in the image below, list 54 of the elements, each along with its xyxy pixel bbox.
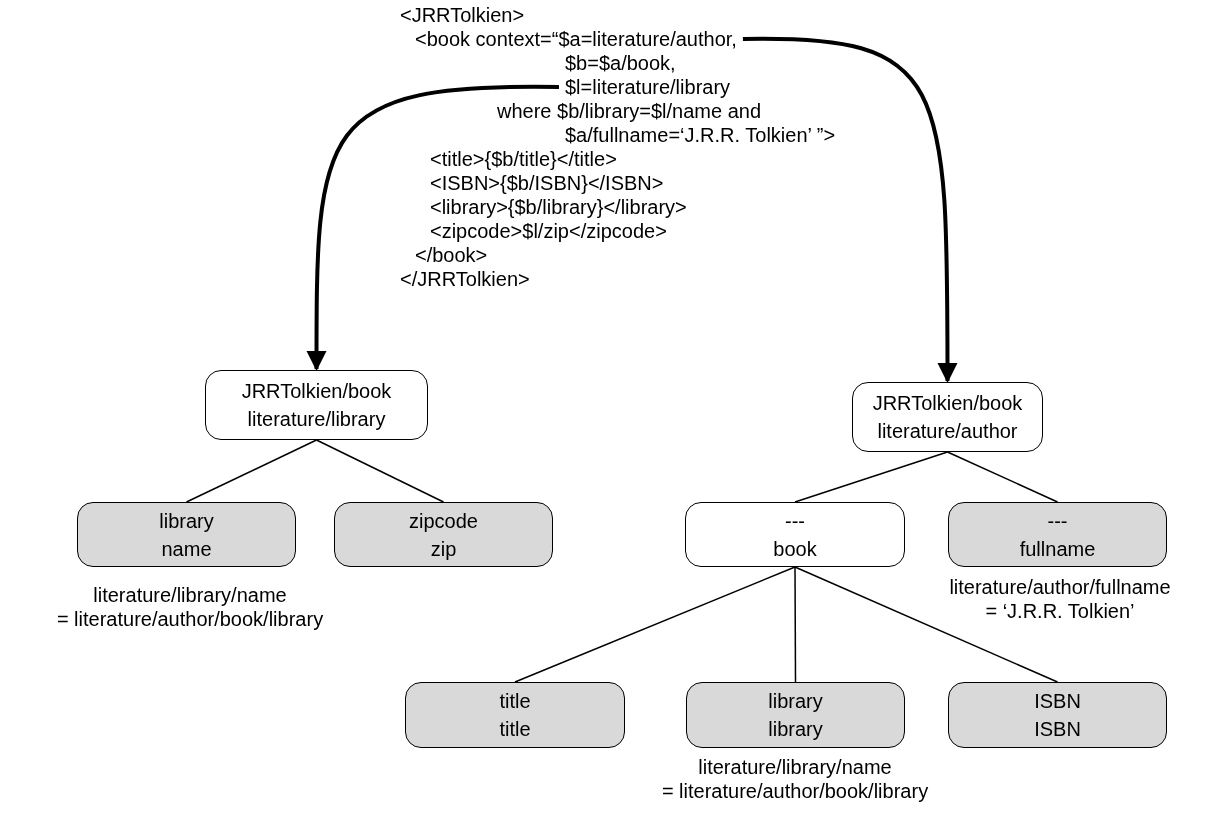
shaded-node-box — [948, 502, 1167, 567]
node-text: JRRTolkien/book — [872, 391, 1023, 416]
constraint-note: literature/library/name — [92, 583, 288, 607]
code-line: <ISBN>{$b/ISBN}</ISBN> — [430, 172, 664, 194]
node-text: book — [773, 536, 817, 562]
node-text: literature/library — [247, 407, 386, 432]
tree-line — [315, 439, 445, 503]
code-line: <zipcode>$l/zip</zipcode> — [430, 220, 667, 242]
constraint-note: literature/library/name — [697, 755, 893, 779]
code-line: <book context=“$a=literature/author, — [415, 28, 737, 50]
tree-line — [794, 566, 797, 683]
tree-line — [185, 439, 318, 503]
node-text: fullname — [1019, 536, 1096, 562]
curved-arrow — [306, 85, 559, 371]
constraint-note: = literature/author/book/library — [55, 607, 325, 631]
node-box — [685, 502, 905, 567]
code-line: <JRRTolkien> — [400, 4, 525, 26]
code-line: <title>{$b/title}</title> — [430, 148, 617, 170]
shaded-node-box — [334, 502, 553, 567]
constraint-note: = literature/author/book/library — [660, 779, 930, 803]
node-text: --- — [785, 508, 805, 534]
shaded-node-box — [686, 682, 905, 748]
node-text: literature/author — [877, 419, 1018, 444]
code-line: $a/fullname=‘J.R.R. Tolkien’ ”> — [565, 124, 836, 146]
node-text: name — [161, 536, 212, 562]
code-line: </book> — [415, 244, 488, 266]
node-text: library — [768, 717, 823, 742]
tree-line — [514, 566, 796, 683]
code-line: where $b/library=$l/name and — [497, 100, 762, 122]
shaded-node-box — [405, 682, 625, 748]
node-text: JRRTolkien/book — [241, 379, 392, 404]
node-text: library — [768, 689, 823, 714]
node-text: ISBN — [1034, 689, 1081, 714]
node-text: zipcode — [409, 508, 478, 534]
node-text: zip — [430, 536, 457, 562]
curved-arrow — [742, 37, 958, 383]
code-line: </JRRTolkien> — [400, 268, 530, 290]
tree-line — [794, 566, 1059, 683]
node-text: title — [499, 689, 531, 714]
node-text: library — [159, 508, 214, 534]
constraint-note: literature/author/fullname — [948, 575, 1172, 599]
tree-line — [946, 451, 1059, 503]
constraint-note: = ‘J.R.R. Tolkien’ — [984, 599, 1136, 623]
shaded-node-box — [948, 682, 1167, 748]
node-text: ISBN — [1034, 717, 1081, 742]
node-text: --- — [1047, 508, 1068, 534]
node-text: title — [499, 717, 531, 742]
tree-line — [794, 451, 949, 503]
code-line: $l=literature/library — [565, 76, 731, 98]
node-box — [852, 382, 1043, 452]
shaded-node-box — [77, 502, 296, 567]
code-line: $b=$a/book, — [565, 52, 676, 74]
node-box — [205, 370, 428, 440]
code-line: <library>{$b/library}</library> — [430, 196, 687, 218]
